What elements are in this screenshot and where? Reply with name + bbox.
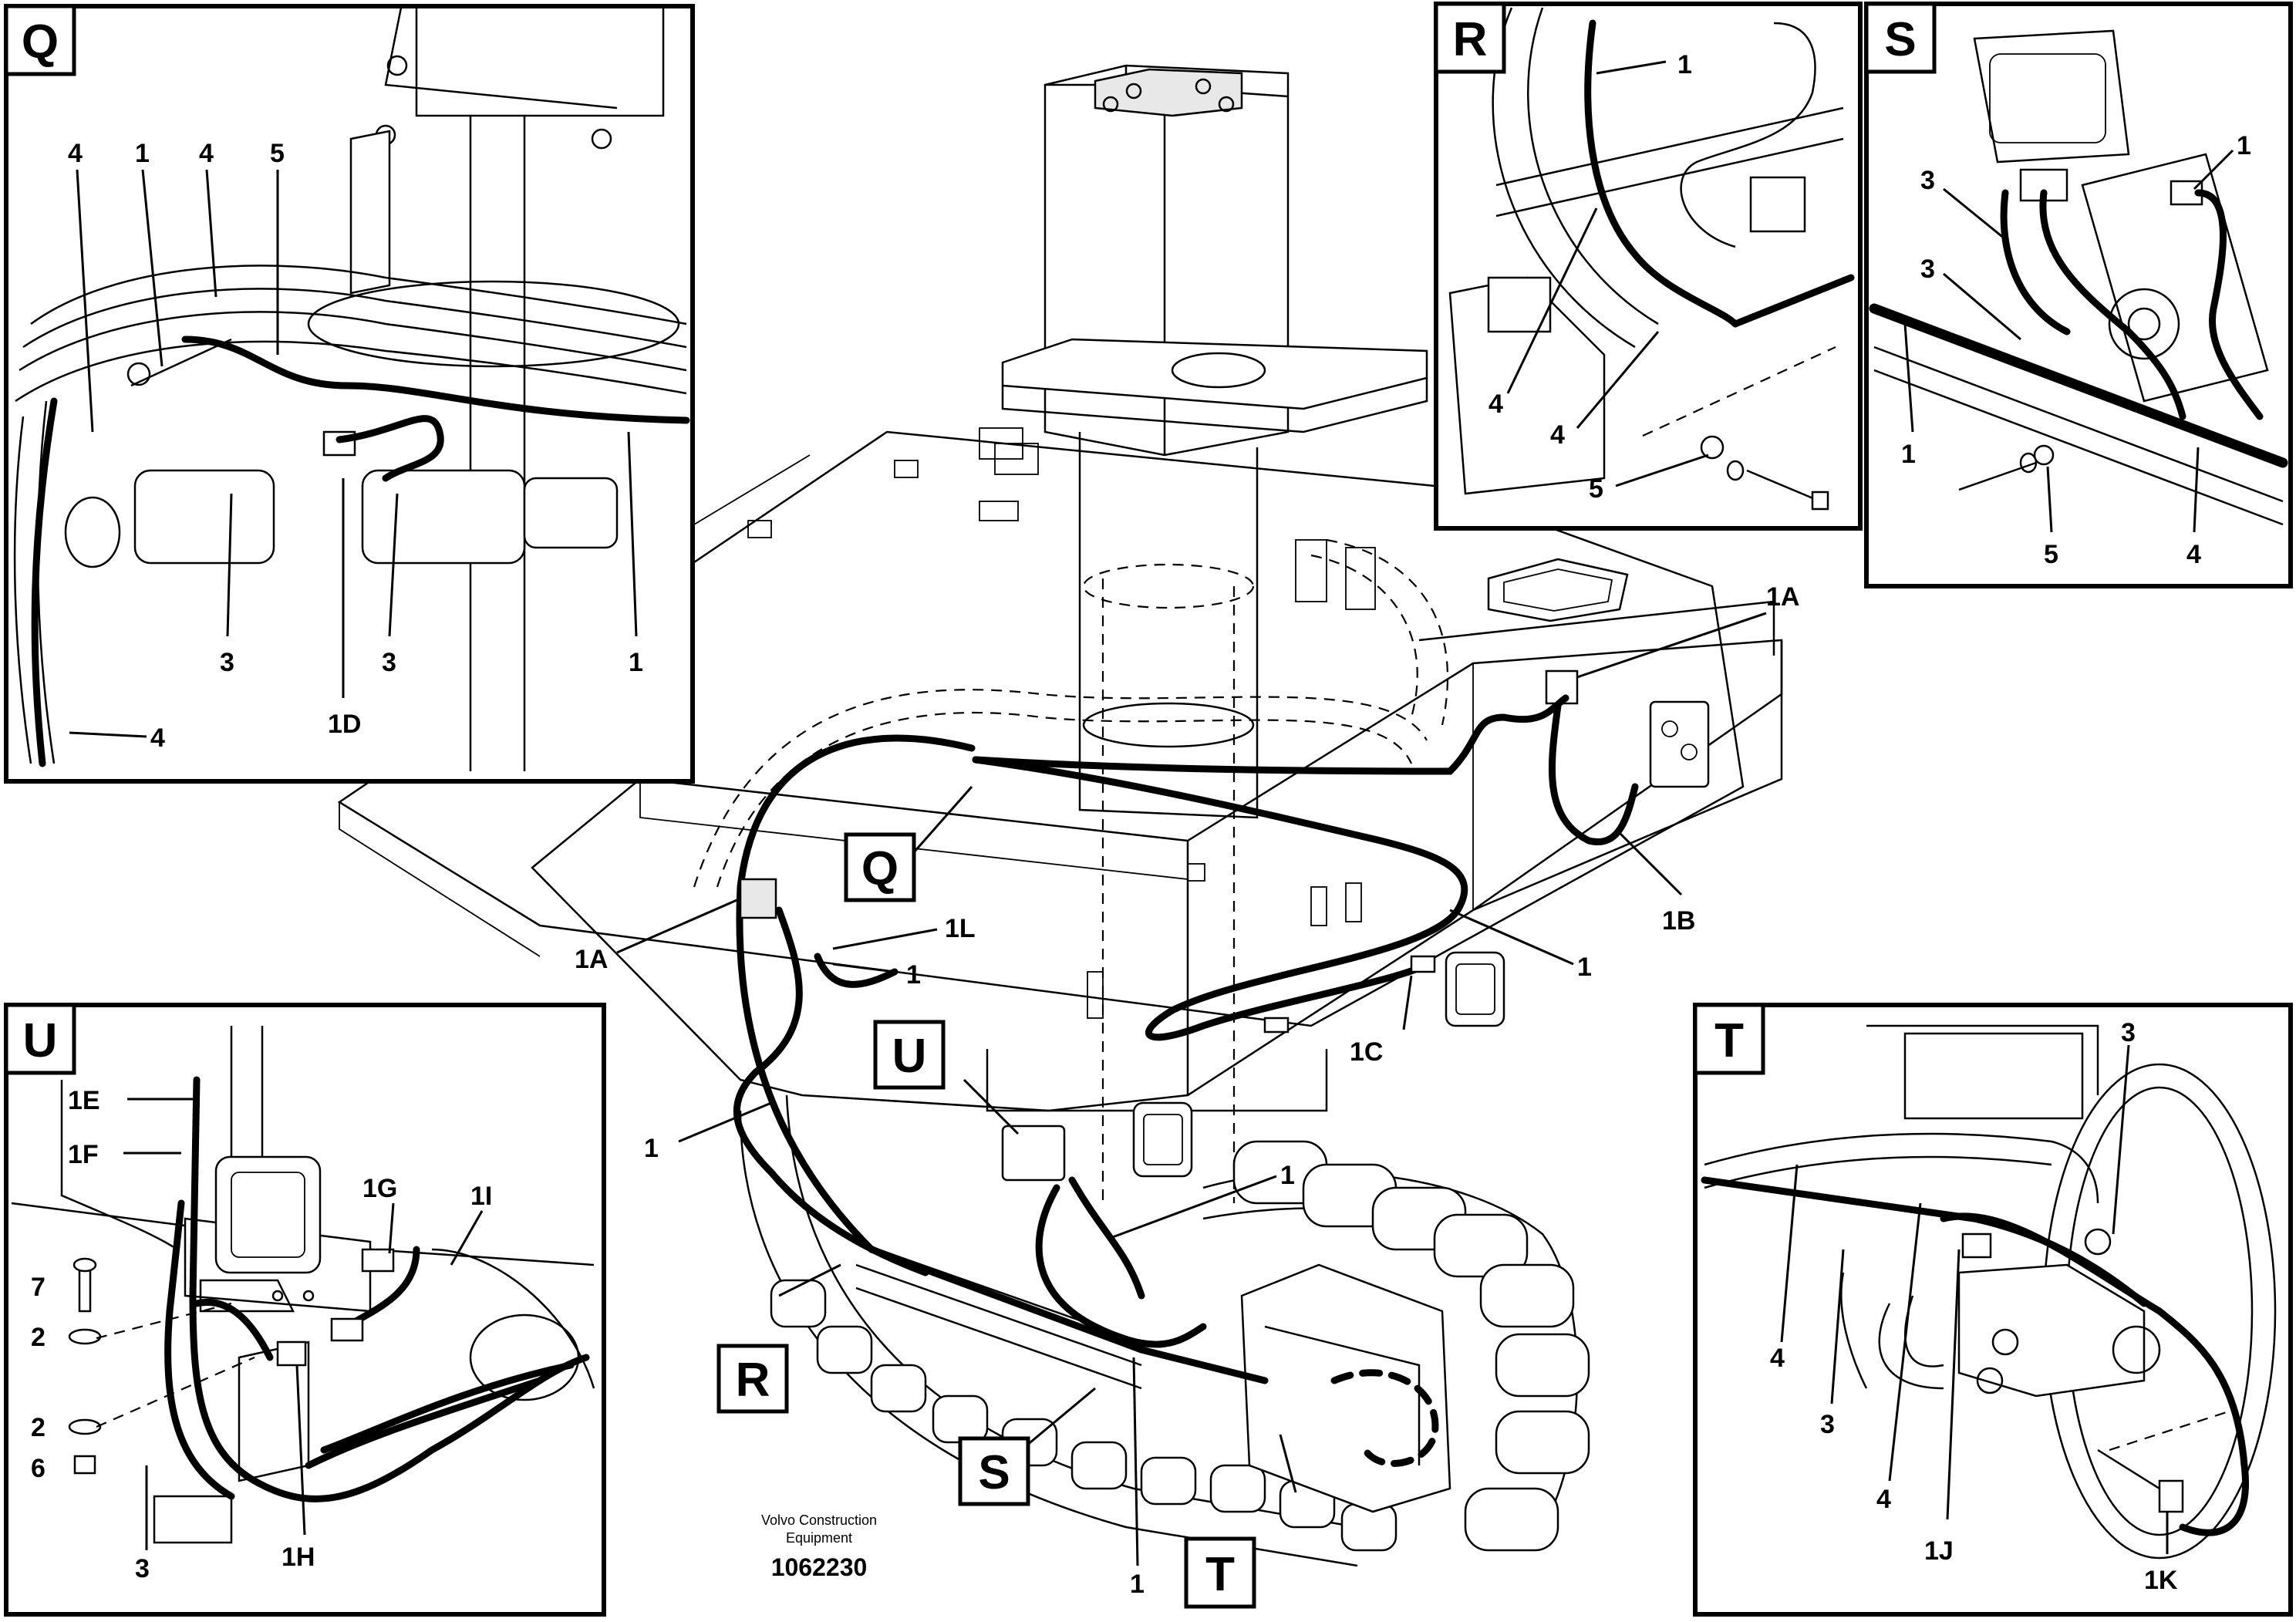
callout-t-4b: 4 (1876, 1485, 1891, 1514)
work-light-right (1445, 951, 1505, 1027)
detail-tag-r-main: R (736, 1354, 770, 1407)
callout-r-4b: 4 (1550, 420, 1565, 450)
main-harness (733, 694, 1639, 1384)
detail-tag-q: Q (22, 15, 59, 69)
callout-u-1e: 1E (68, 1086, 100, 1115)
detail-tag-r-box (1434, 2, 1506, 74)
callout-u-1i: 1I (470, 1182, 492, 1211)
detail-q: 4 1 4 5 3 3 1D 1 4 Q (4, 4, 695, 784)
callout-u-1g: 1G (362, 1174, 397, 1203)
company-name-line2: Equipment (786, 1530, 852, 1546)
main-assembly-drawing (337, 64, 1783, 1567)
callout-main-1c: 1C (1350, 1037, 1383, 1067)
detail-tag-s-box (1864, 2, 1937, 74)
detail-tag-q-box (4, 4, 76, 76)
callout-main-1-lower: 1 (644, 1134, 659, 1163)
detail-tag-u-box (4, 1003, 76, 1075)
detail-tag-r-main-box (716, 1344, 789, 1414)
callout-t-3a: 3 (2121, 1018, 2136, 1047)
callout-u-1f: 1F (68, 1140, 99, 1169)
callout-u-2b: 2 (31, 1413, 46, 1442)
detail-tag-r: R (1453, 13, 1488, 66)
callout-u-3: 3 (135, 1554, 150, 1583)
detail-tag-t-main: T (1205, 1548, 1235, 1601)
callout-s-3a: 3 (1920, 166, 1935, 195)
callout-q-4b: 4 (199, 139, 214, 168)
callout-main-1b: 1B (1662, 906, 1695, 936)
detail-tag-s-main-box (958, 1436, 1030, 1506)
callout-s-1a: 1 (2237, 131, 2251, 160)
title-block: Volvo Construction Equipment 1062230 (761, 1512, 877, 1581)
callout-u-7: 7 (31, 1273, 46, 1302)
detail-tag-t: T (1714, 1014, 1744, 1067)
callout-q-1a: 1 (135, 139, 150, 168)
detail-u: 1E 1F 1G 1I 7 2 2 6 3 1H U (4, 1003, 606, 1617)
detail-tag-q-main-box (844, 832, 916, 902)
callout-u-6: 6 (31, 1454, 46, 1483)
detail-tag-s: S (1884, 13, 1916, 66)
drawing-number: 1062230 (771, 1553, 868, 1581)
detail-r: 1 4 4 5 R (1434, 2, 1863, 531)
callout-q-4a: 4 (68, 139, 83, 168)
callout-q-3a: 3 (220, 648, 234, 677)
callout-s-4: 4 (2186, 540, 2201, 569)
callout-main-1-mid: 1 (1280, 1161, 1295, 1190)
callout-t-1j: 1J (1924, 1536, 1954, 1566)
detail-t: 3 4 3 4 1J 1K T (1693, 1003, 2293, 1617)
callout-r-4a: 4 (1489, 389, 1503, 419)
detail-tag-q-main: Q (861, 842, 899, 895)
detail-tag-t-box (1693, 1003, 1765, 1075)
callout-u-2a: 2 (31, 1323, 46, 1352)
detail-tag-t-main-box (1184, 1536, 1256, 1609)
callout-t-3b: 3 (1820, 1410, 1835, 1439)
work-light-left (1132, 1101, 1193, 1178)
company-name-line1: Volvo Construction (761, 1512, 877, 1528)
callout-q-3b: 3 (382, 648, 396, 677)
callout-q-1b: 1 (629, 648, 643, 677)
callout-q-4c: 4 (150, 723, 165, 753)
callout-main-1-left: 1 (906, 960, 921, 990)
callout-main-1a-top: 1A (1766, 582, 1799, 612)
detail-tag-u-main: U (892, 1030, 927, 1083)
detail-s: 1 3 3 1 5 4 S (1864, 2, 2293, 588)
detail-tag-s-main: S (978, 1446, 1010, 1499)
callout-main-1l: 1L (945, 914, 976, 943)
callout-q-1d: 1D (328, 710, 361, 739)
callout-s-3b: 3 (1920, 255, 1935, 284)
detail-tag-u: U (23, 1014, 58, 1067)
detail-tag-u-main-box (873, 1020, 946, 1090)
callout-s-1b: 1 (1901, 440, 1916, 469)
connector-block (1545, 669, 1710, 788)
main-callouts: 1A 1B 1A 1L 1 1 1 1C 1 1 Q U R S T (575, 582, 1799, 1609)
callout-u-1h: 1H (282, 1543, 315, 1572)
callout-q-5: 5 (270, 139, 285, 168)
callout-r-1: 1 (1677, 50, 1692, 79)
callout-main-1-bottom: 1 (1130, 1570, 1145, 1599)
callout-t-1k: 1K (2144, 1566, 2178, 1595)
callout-r-5: 5 (1589, 474, 1603, 504)
callout-main-1a-left: 1A (575, 945, 608, 974)
callout-t-4a: 4 (1770, 1344, 1785, 1373)
callout-s-5: 5 (2044, 540, 2058, 569)
callout-main-1-right: 1 (1577, 953, 1592, 982)
track-assembly (739, 1094, 1590, 1567)
